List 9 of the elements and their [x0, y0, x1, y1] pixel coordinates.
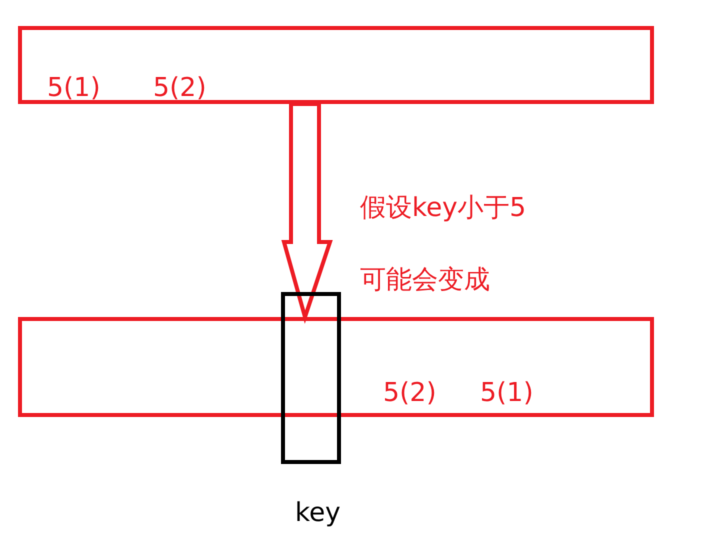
- element-label: 5(1): [47, 73, 100, 103]
- key-label: key: [295, 498, 341, 528]
- array-box: [18, 317, 654, 417]
- element-label: 5(2): [383, 378, 436, 408]
- element-label: 5(2): [153, 73, 206, 103]
- hollow-arrow: [281, 102, 333, 324]
- array-box: [18, 26, 654, 104]
- element-label: 5(1): [480, 378, 534, 408]
- edge-label: 假设key小于5可能会变成: [360, 192, 528, 297]
